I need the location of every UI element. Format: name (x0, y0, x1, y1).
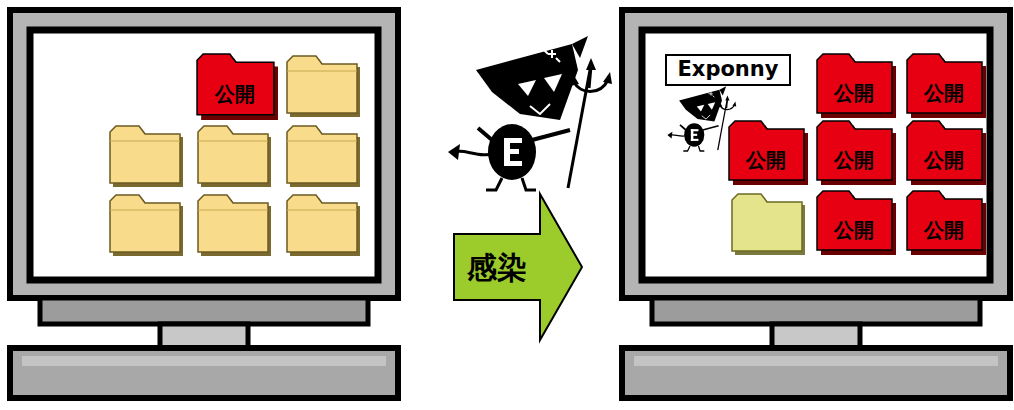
folder-label: 公開 (834, 82, 874, 104)
public-folder: 公開 (815, 53, 897, 119)
box-border (666, 55, 790, 85)
text-holder: Exponny (665, 54, 791, 86)
folder-body (817, 121, 892, 180)
public-folder: 公開 (905, 190, 987, 256)
folder-icon (732, 194, 802, 251)
folder-label: 公開 (215, 83, 255, 105)
folder-label: 公開 (834, 219, 874, 241)
text-holder: 公開 (817, 75, 891, 111)
devil-character (667, 86, 736, 151)
text-holder: 公開 (817, 212, 891, 248)
folder-label: 公開 (834, 149, 874, 171)
devil-character (448, 36, 612, 190)
left-monitor (10, 10, 398, 398)
folder-body (907, 54, 982, 113)
folder-label: 公開 (924, 149, 964, 171)
folder-body (907, 121, 982, 180)
text-holder: 公開 (907, 212, 981, 248)
folder-body (817, 191, 892, 250)
folder-body (729, 121, 804, 180)
infection-arrow: 感染 (452, 192, 584, 342)
folder-icon (287, 56, 360, 117)
folder-icon (287, 195, 360, 256)
folder-icon (732, 194, 805, 255)
public-folder: 公開 (815, 190, 897, 256)
folder-label: 公開 (746, 149, 786, 171)
folder-icon (110, 126, 183, 187)
public-folder: 公開 (905, 120, 987, 186)
public-folder: 公開 (905, 53, 987, 119)
folder-icon (198, 195, 271, 256)
folder-label: 公開 (924, 219, 964, 241)
text-holder: 公開 (197, 75, 273, 113)
right-monitor (622, 10, 1010, 398)
text-holder: 感染 (454, 234, 540, 300)
folder-body (907, 191, 982, 250)
text-holder: 公開 (817, 142, 891, 178)
public-folder: 公開 (815, 120, 897, 186)
folder-body (817, 54, 892, 113)
folder-icon (198, 126, 271, 187)
public-folder: 公開 (195, 53, 279, 121)
virus-name: Exponny (678, 58, 779, 81)
arrow-label: 感染 (467, 251, 527, 284)
folder-icon (287, 126, 360, 187)
name-box: Exponny (665, 54, 791, 86)
text-holder: 公開 (907, 75, 981, 111)
text-holder: 公開 (729, 142, 803, 178)
folder-label: 公開 (924, 82, 964, 104)
folder-icon (110, 195, 183, 256)
folder-body (197, 54, 274, 115)
arrow-body (454, 194, 582, 340)
public-folder: 公開 (727, 120, 809, 186)
text-holder: 公開 (907, 142, 981, 178)
